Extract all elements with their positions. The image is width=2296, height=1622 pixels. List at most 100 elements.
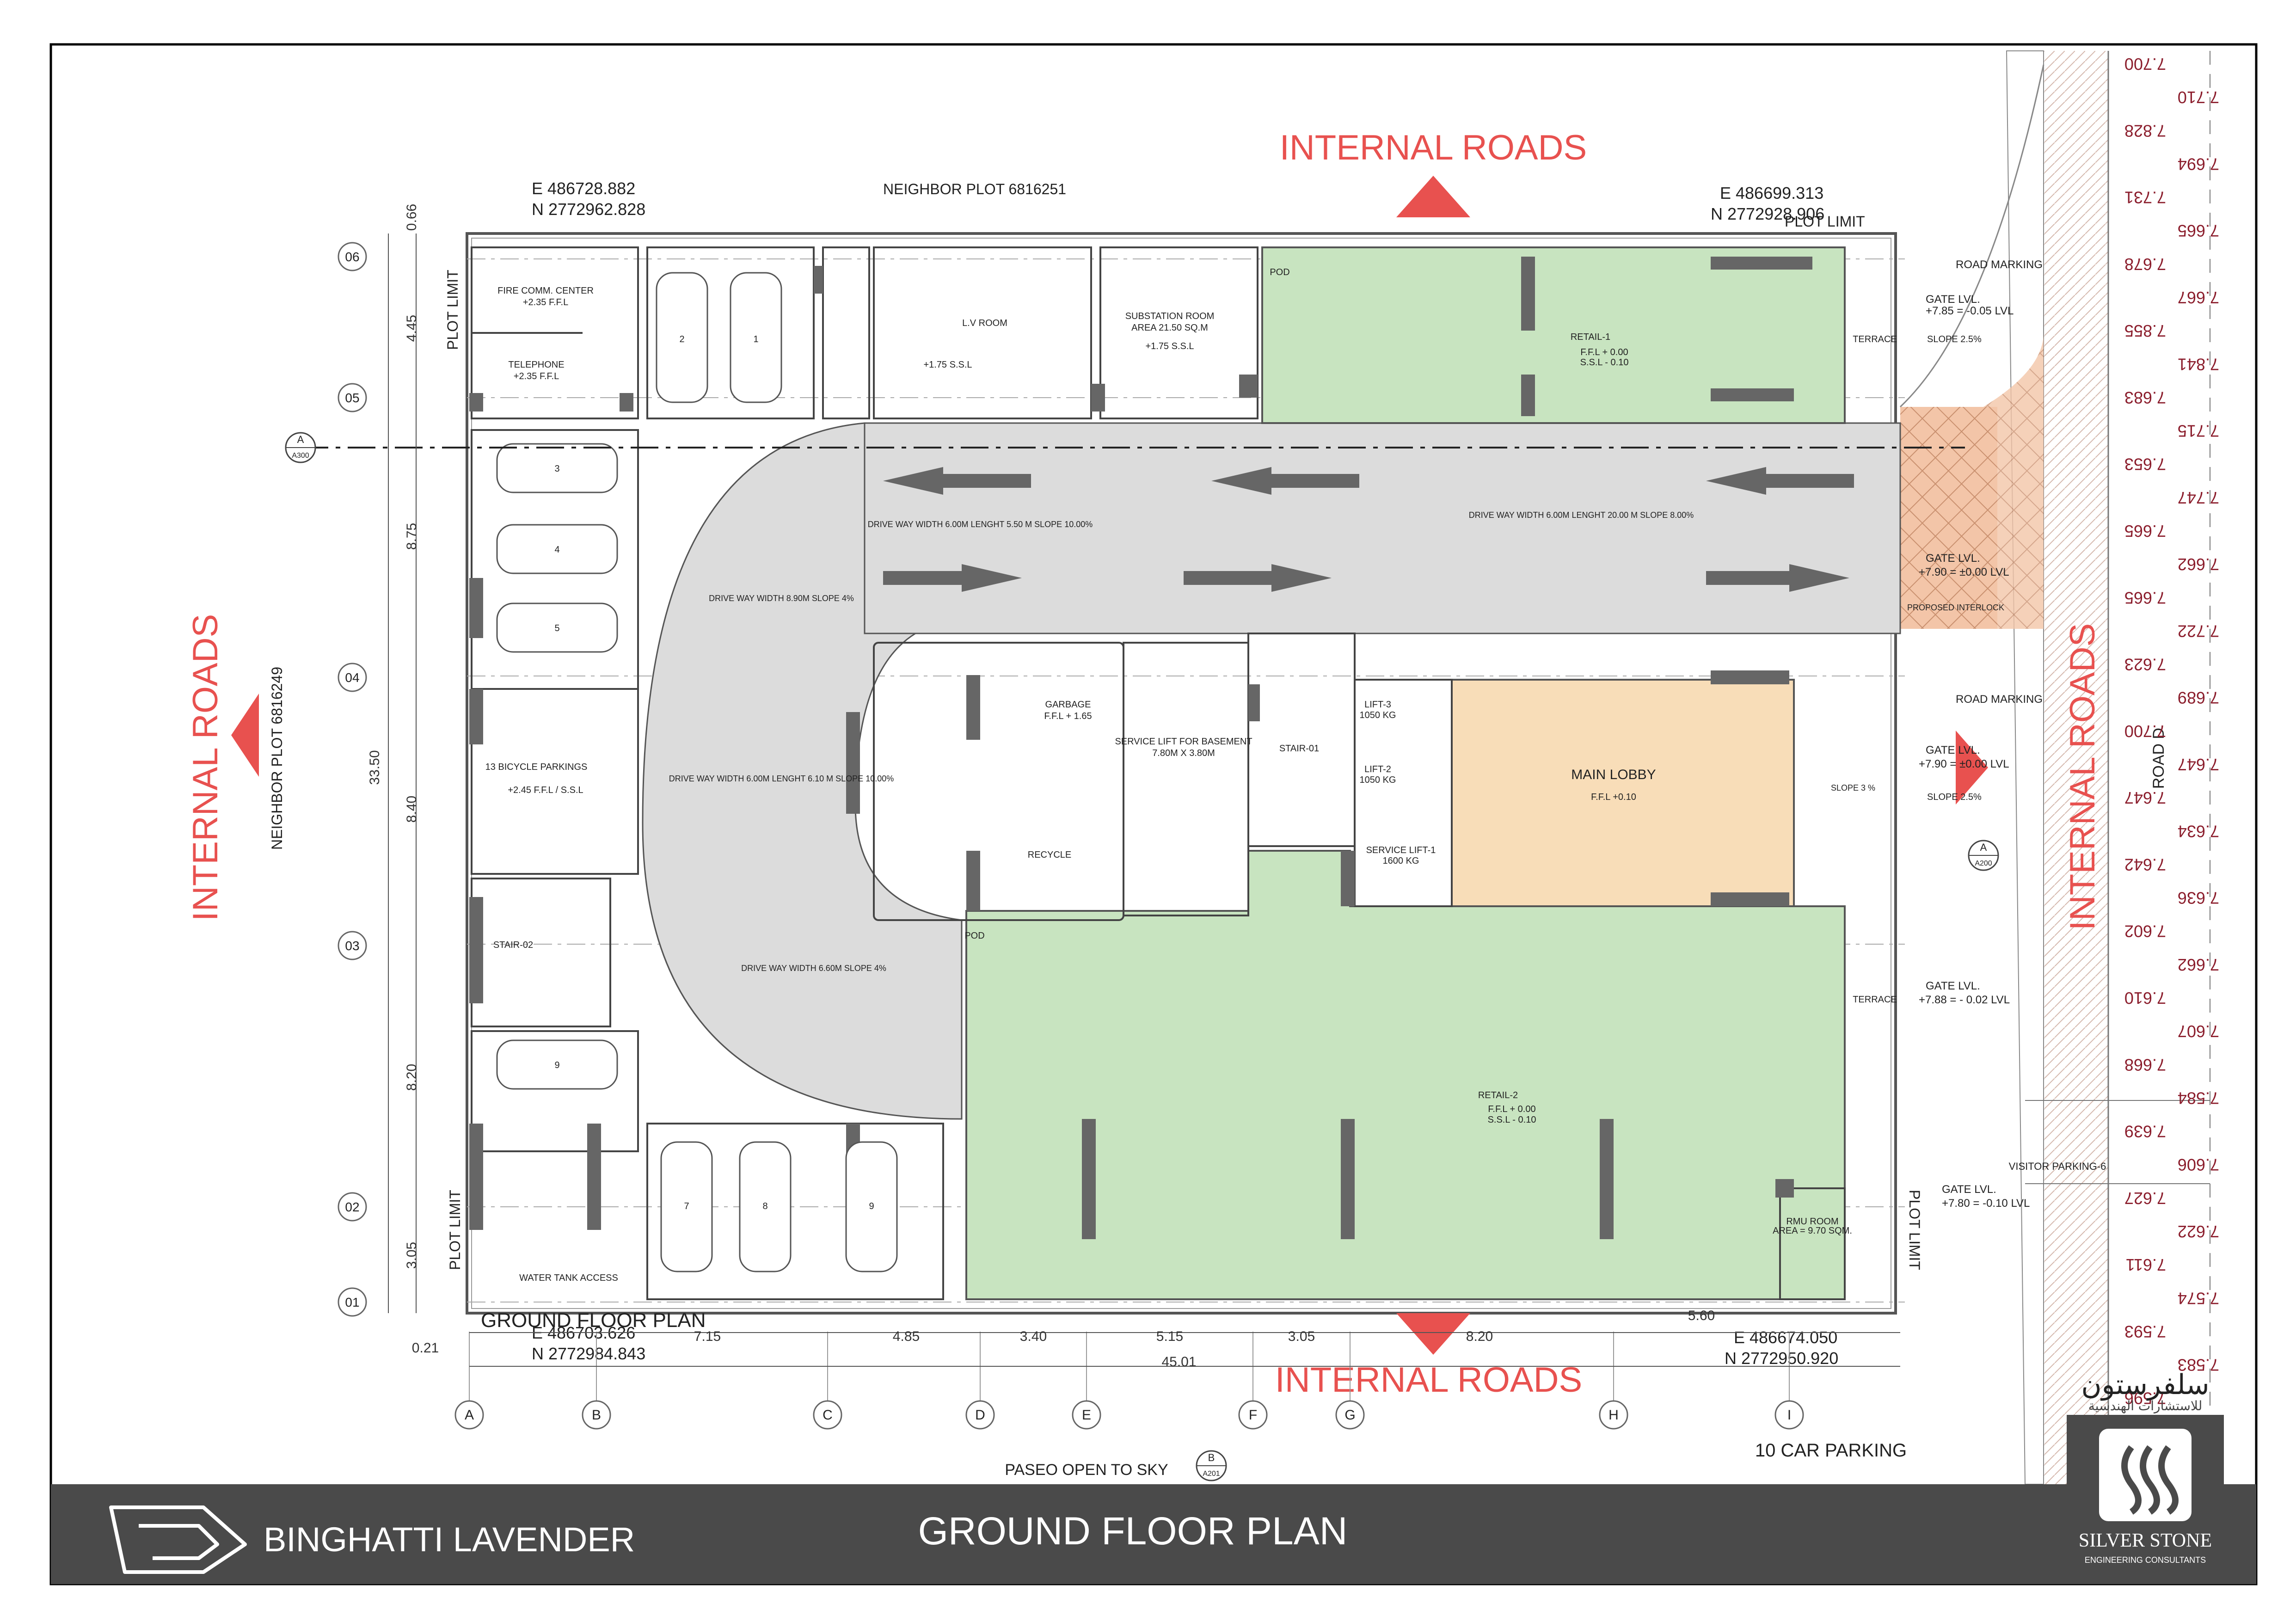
road-level-value: 7.700 [2124, 722, 2166, 741]
room-area: AREA = 9.70 SQM. [1773, 1226, 1852, 1236]
silver-stone-logo-icon [2121, 1445, 2142, 1515]
room-label-recycle: RECYCLE [1028, 850, 1071, 860]
room-level: F.F.L + 0.00 [1488, 1104, 1535, 1114]
sheet-border [49, 43, 2258, 1585]
parking-number: 4 [554, 545, 559, 555]
binghatti-logo-icon [109, 1505, 247, 1574]
road-label-top: INTERNAL ROADS [1280, 128, 1587, 167]
road-level-value: 7.611 [2126, 1255, 2166, 1274]
road-level-value: 7.574 [2178, 1289, 2219, 1308]
road-level-value: 7.668 [2124, 1055, 2166, 1074]
substation-room [1099, 246, 1259, 419]
road-level-value: 7.662 [2178, 955, 2219, 974]
parking-number: 5 [554, 623, 559, 633]
room-label-fire: FIRE COMM. CENTER [497, 286, 594, 296]
road-level-value: 7.606 [2178, 1155, 2219, 1174]
dim-bottom: 5.15 [1156, 1329, 1183, 1344]
room-size: 7.80M X 3.80M [1152, 748, 1215, 758]
road-d-label: ROAD D [2150, 728, 2167, 789]
road-marking-label: ROAD MARKING [1956, 258, 2043, 271]
coord-tr-n: N 2772928.906 [1711, 204, 1824, 223]
room-label-pod: POD [1270, 267, 1289, 277]
room-level: S.S.L - 0.10 [1580, 357, 1629, 368]
room-label-service-lift: SERVICE LIFT FOR BASEMENT [1115, 737, 1252, 747]
room-level: +2.35 F.F.L [523, 297, 568, 307]
room-label-lv: L.V ROOM [962, 318, 1007, 328]
coord-tl-n: N 2772962.828 [532, 200, 645, 219]
room-label-lift3: LIFT-3 [1364, 700, 1391, 710]
grid-columns: A B C D E F G H I [454, 1332, 1804, 1430]
parking-number: 7 [684, 1201, 689, 1211]
road-level-value: 7.642 [2124, 855, 2166, 874]
road-level-value: 7.602 [2124, 922, 2166, 941]
slope-label: SLOPE 2.5% [1927, 792, 1982, 802]
grid-bubble: H [1608, 1407, 1619, 1423]
road-level-value: 7.710 [2178, 88, 2219, 107]
gate-level-value: +7.90 = ±0.00 LVL [1919, 758, 2009, 770]
room-label-water-tank: WATER TANK ACCESS [519, 1273, 618, 1283]
road-level-value: 7.636 [2178, 889, 2219, 908]
dim-total-height: 33.50 [367, 750, 382, 785]
grid-bubble: 01 [345, 1295, 359, 1309]
road-level-value: 7.607 [2178, 1022, 2219, 1041]
road-levels: 7.7007.7107.8287.6947.7317.6657.6787.667… [2124, 55, 2219, 1441]
section-marker-b201: B A201 [1196, 1450, 1227, 1481]
lv-room [873, 246, 1092, 419]
road-level-value: 7.639 [2124, 1122, 2166, 1141]
room-capacity: 1050 KG [1360, 775, 1396, 785]
parking-bays [496, 272, 898, 1272]
road-level-value: 7.694 [2178, 154, 2219, 173]
project-name: BINGHATTI LAVENDER [264, 1520, 635, 1559]
grid-bubble: 04 [345, 670, 359, 685]
road-level-value: 7.678 [2124, 255, 2166, 274]
room-label-bicycle: 13 BICYCLE PARKINGS [485, 762, 588, 772]
driveway-label: DRIVE WAY WIDTH 8.90M SLOPE 4% [709, 594, 854, 603]
retail-2-area [965, 850, 1846, 1300]
road-level-value: 7.622 [2178, 1222, 2219, 1241]
drawing-title: GROUND FLOOR PLAN [918, 1509, 1348, 1553]
gate-level-label: GATE LVL. [1942, 1183, 1996, 1196]
grid-bubble: 05 [345, 391, 359, 405]
coord-bl-n: N 2772984.843 [532, 1344, 645, 1363]
dim-bottom: 8.20 [1466, 1329, 1493, 1344]
road-level-value: 7.722 [2178, 621, 2219, 640]
road-label-right: INTERNAL ROADS [2063, 623, 2102, 930]
room-level: F.F.L +0.10 [1591, 792, 1636, 802]
svg-text:A300: A300 [292, 452, 309, 460]
room-label-lift1: SERVICE LIFT-1 [1366, 845, 1436, 855]
top-parking-bay [646, 246, 815, 419]
svg-text:A201: A201 [1203, 1470, 1220, 1478]
grid-bubble: I [1787, 1407, 1791, 1423]
parking-number: 2 [679, 334, 684, 344]
slope-label: SLOPE 2.5% [1927, 334, 1982, 344]
room-label-lift2: LIFT-2 [1364, 764, 1391, 774]
svg-text:B: B [1208, 1452, 1215, 1463]
room-capacity: 1600 KG [1383, 856, 1419, 866]
room-level: +2.35 F.F.L [514, 371, 559, 381]
slope-label: SLOPE 3 % [1831, 783, 1875, 793]
road-level-value: 7.841 [2178, 355, 2219, 374]
room-area: AREA 21.50 SQ.M [1131, 323, 1208, 333]
driveway-area [642, 422, 1901, 1120]
room-label-stair1: STAIR-01 [1279, 743, 1319, 754]
grid-bubble: A [465, 1407, 474, 1423]
road-level-value: 7.855 [2124, 321, 2166, 340]
parking-number: 1 [753, 334, 758, 344]
road-level-value: 7.665 [2124, 588, 2166, 607]
plot-limit-label: PLOT LIMIT [444, 270, 461, 350]
plot-limit-label: PLOT LIMIT [447, 1190, 463, 1270]
consultant-arabic: سلفرستون [2081, 1369, 2209, 1401]
dim-bottom: 5.60 [1688, 1308, 1715, 1323]
parking-number: 3 [554, 464, 559, 474]
consultant-arabic-sub: للاستشارات الهندسية [2088, 1398, 2203, 1413]
road-level-value: 7.665 [2178, 221, 2219, 240]
coord-br-e: E 486674.050 [1734, 1328, 1837, 1347]
dim-left: 8.75 [404, 523, 419, 550]
neighbor-plot-top: NEIGHBOR PLOT 6816251 [883, 181, 1066, 197]
road-triangles [231, 176, 1988, 1355]
grid-bubble: D [975, 1407, 985, 1423]
svg-text:A200: A200 [1975, 860, 1992, 867]
car-parking-label: 10 CAR PARKING [1755, 1440, 1907, 1461]
grid-bubble: 03 [345, 939, 359, 953]
grid-bubble: E [1082, 1407, 1091, 1423]
